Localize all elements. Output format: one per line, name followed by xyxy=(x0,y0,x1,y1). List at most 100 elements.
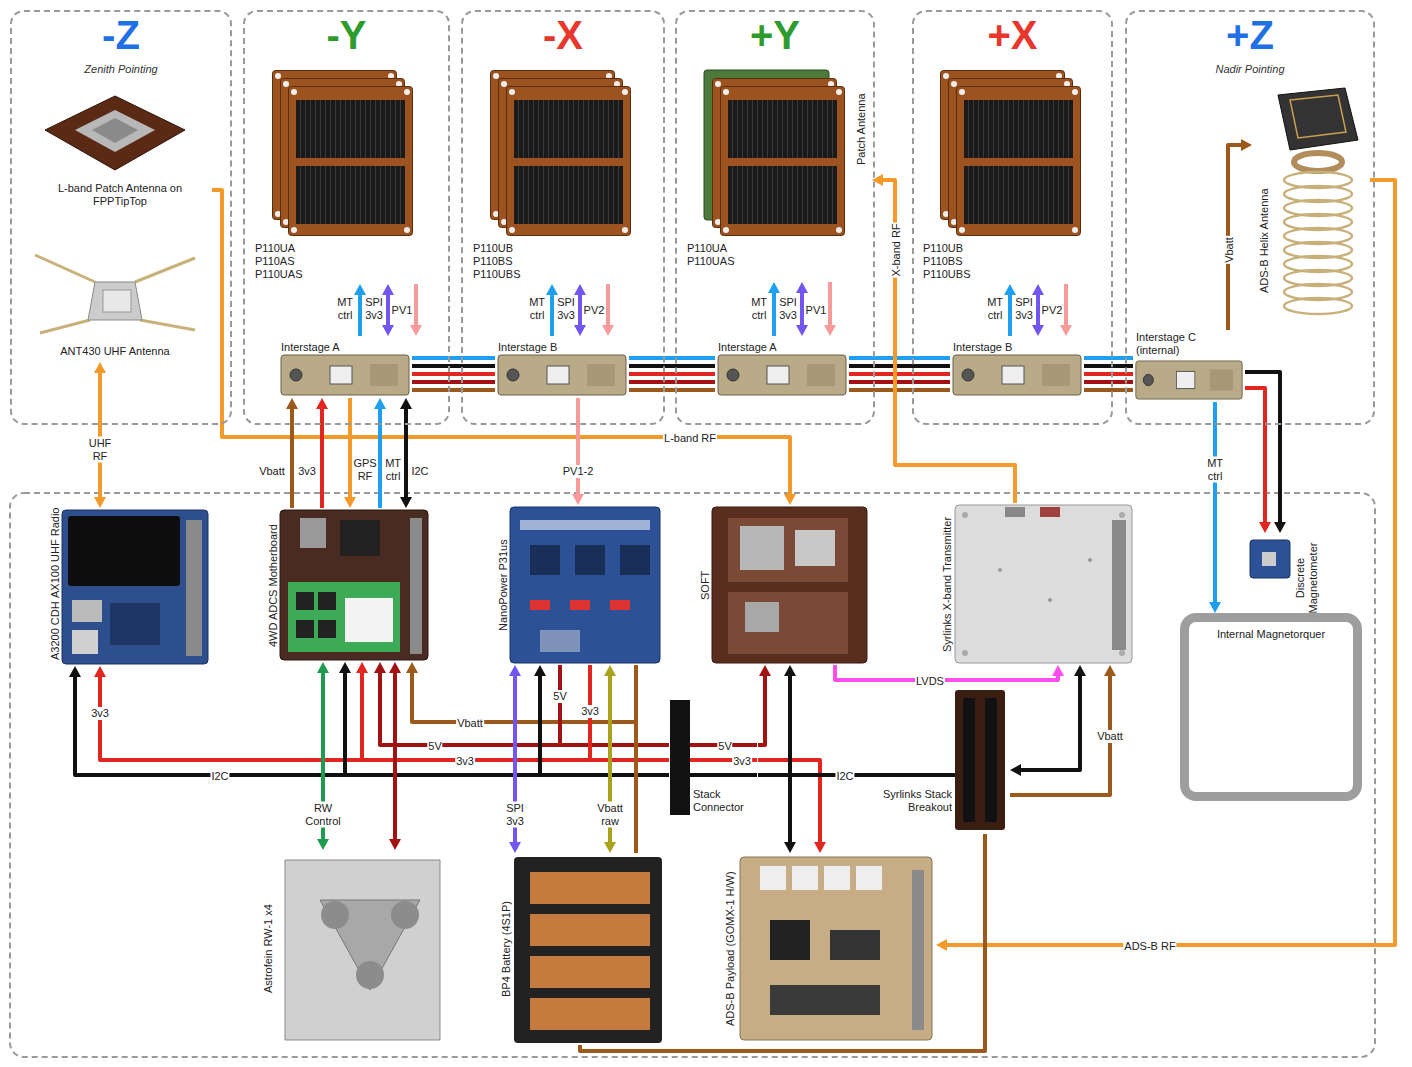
arrow-head xyxy=(410,325,422,336)
solar-panel-stack: P110UB P110BS P110UBS xyxy=(918,64,1108,284)
wire xyxy=(404,407,408,499)
arrow-head xyxy=(796,282,808,293)
arrow-head xyxy=(389,662,401,673)
wire xyxy=(606,284,610,327)
arrow-head xyxy=(509,665,521,676)
signal-label: GPS RF xyxy=(352,457,377,483)
node-label: AX100 UHF Radio xyxy=(49,507,62,598)
antenna-illustration: ANT430 UHF Antenna xyxy=(20,245,210,362)
node-label: Patch Antenna xyxy=(855,93,868,165)
wire xyxy=(849,388,950,392)
signal-label: LVDS xyxy=(915,675,945,688)
wire xyxy=(758,674,765,745)
face-region: +ZNadir PointingADS-B Helix AntennaInter… xyxy=(1125,10,1375,425)
node-label: A3200 CDH xyxy=(49,601,62,660)
signal-label: SPI 3v3 xyxy=(778,296,798,322)
wire xyxy=(386,293,390,327)
signal-label: MT ctrl xyxy=(986,296,1004,322)
connector-board: Syrlinks Stack Breakout xyxy=(862,688,1010,834)
arrow-head xyxy=(1032,284,1044,295)
connector xyxy=(316,398,328,508)
arrow-head xyxy=(602,325,614,336)
circuit-board: 4WD ADCS Motherboard xyxy=(262,508,430,662)
signal-label: ADS-B RF xyxy=(1123,940,1176,953)
arrow-head xyxy=(604,842,616,853)
wire xyxy=(828,282,832,327)
connector xyxy=(872,174,1015,503)
signal-label: SPI 3v3 xyxy=(364,296,384,322)
wire xyxy=(634,665,638,853)
connector xyxy=(69,666,669,775)
node-label: ADS-B Payload (GOMX-1 H/W) xyxy=(724,871,737,1026)
signal-label: PV1-2 xyxy=(562,465,595,478)
connector xyxy=(212,190,796,505)
circuit-board: SOFT xyxy=(694,505,869,665)
signal-label: Vbatt xyxy=(1223,236,1236,264)
circuit-board: Syrlinks X-band Transmitter xyxy=(936,503,1134,665)
wire xyxy=(1245,372,1280,524)
wire xyxy=(1008,293,1012,336)
signal-label: PV1 xyxy=(391,304,414,317)
wire xyxy=(98,371,102,499)
arrow-head xyxy=(936,939,947,951)
connector xyxy=(1209,402,1221,613)
wire xyxy=(380,671,669,745)
wire xyxy=(881,180,1015,503)
wire xyxy=(378,407,382,508)
arrow-head xyxy=(286,398,298,409)
node-label: P110UB P110BS P110UBS xyxy=(473,242,533,281)
connector xyxy=(406,662,636,722)
interstage-board: Interstage A xyxy=(278,336,412,398)
connector xyxy=(94,666,669,760)
arrow-head xyxy=(574,325,586,336)
wire xyxy=(1245,388,1265,524)
signal-label: I2C xyxy=(835,770,854,783)
node-label: Interstage A xyxy=(718,341,777,354)
arrow-head xyxy=(400,497,412,508)
wire xyxy=(412,388,495,392)
connector xyxy=(936,180,1395,951)
wire xyxy=(320,407,324,508)
connector xyxy=(849,358,950,390)
battery-pack: BP4 Battery (4S1P) xyxy=(494,853,664,1045)
connector xyxy=(784,665,796,853)
wire xyxy=(560,665,669,745)
connector xyxy=(1228,139,1252,330)
payload-board: ADS-B Payload (GOMX-1 H/W) xyxy=(718,853,936,1043)
signal-label: PV1 xyxy=(805,304,828,317)
node-label: ADS-B Helix Antenna xyxy=(1258,188,1271,293)
arrow-head xyxy=(1241,139,1252,151)
node-label: Internal Magnetorquer xyxy=(1217,628,1325,641)
connector xyxy=(590,665,669,760)
arrow-head xyxy=(1104,665,1116,676)
wire xyxy=(412,356,495,360)
arrow-head xyxy=(400,398,412,409)
node-label: P110UA P110UAS xyxy=(687,242,747,268)
wire xyxy=(849,372,950,376)
signal-label: SPI 3v3 xyxy=(505,802,525,828)
signal-label: 3v3 xyxy=(90,707,110,720)
interstage-board: Interstage B xyxy=(495,336,629,398)
wire xyxy=(1213,402,1217,604)
arrow-head xyxy=(1032,325,1044,336)
connector xyxy=(400,398,412,508)
arrow-head xyxy=(534,665,546,676)
node-label: ANT430 UHF Antenna xyxy=(60,345,169,358)
wire xyxy=(849,364,950,368)
signal-label: RW Control xyxy=(304,802,341,828)
signal-label: MT ctrl xyxy=(528,296,546,322)
connector xyxy=(374,398,386,508)
node-label: P110UB P110BS P110UBS xyxy=(923,242,983,281)
wire xyxy=(580,834,985,1051)
wire xyxy=(849,356,950,360)
wire xyxy=(629,380,715,384)
connector xyxy=(356,662,669,760)
arrow-head xyxy=(382,325,394,336)
connector xyxy=(389,662,401,850)
arrow-head xyxy=(374,398,386,409)
signal-label: MT ctrl xyxy=(336,296,354,322)
wire xyxy=(788,674,792,844)
connector xyxy=(1245,372,1286,533)
